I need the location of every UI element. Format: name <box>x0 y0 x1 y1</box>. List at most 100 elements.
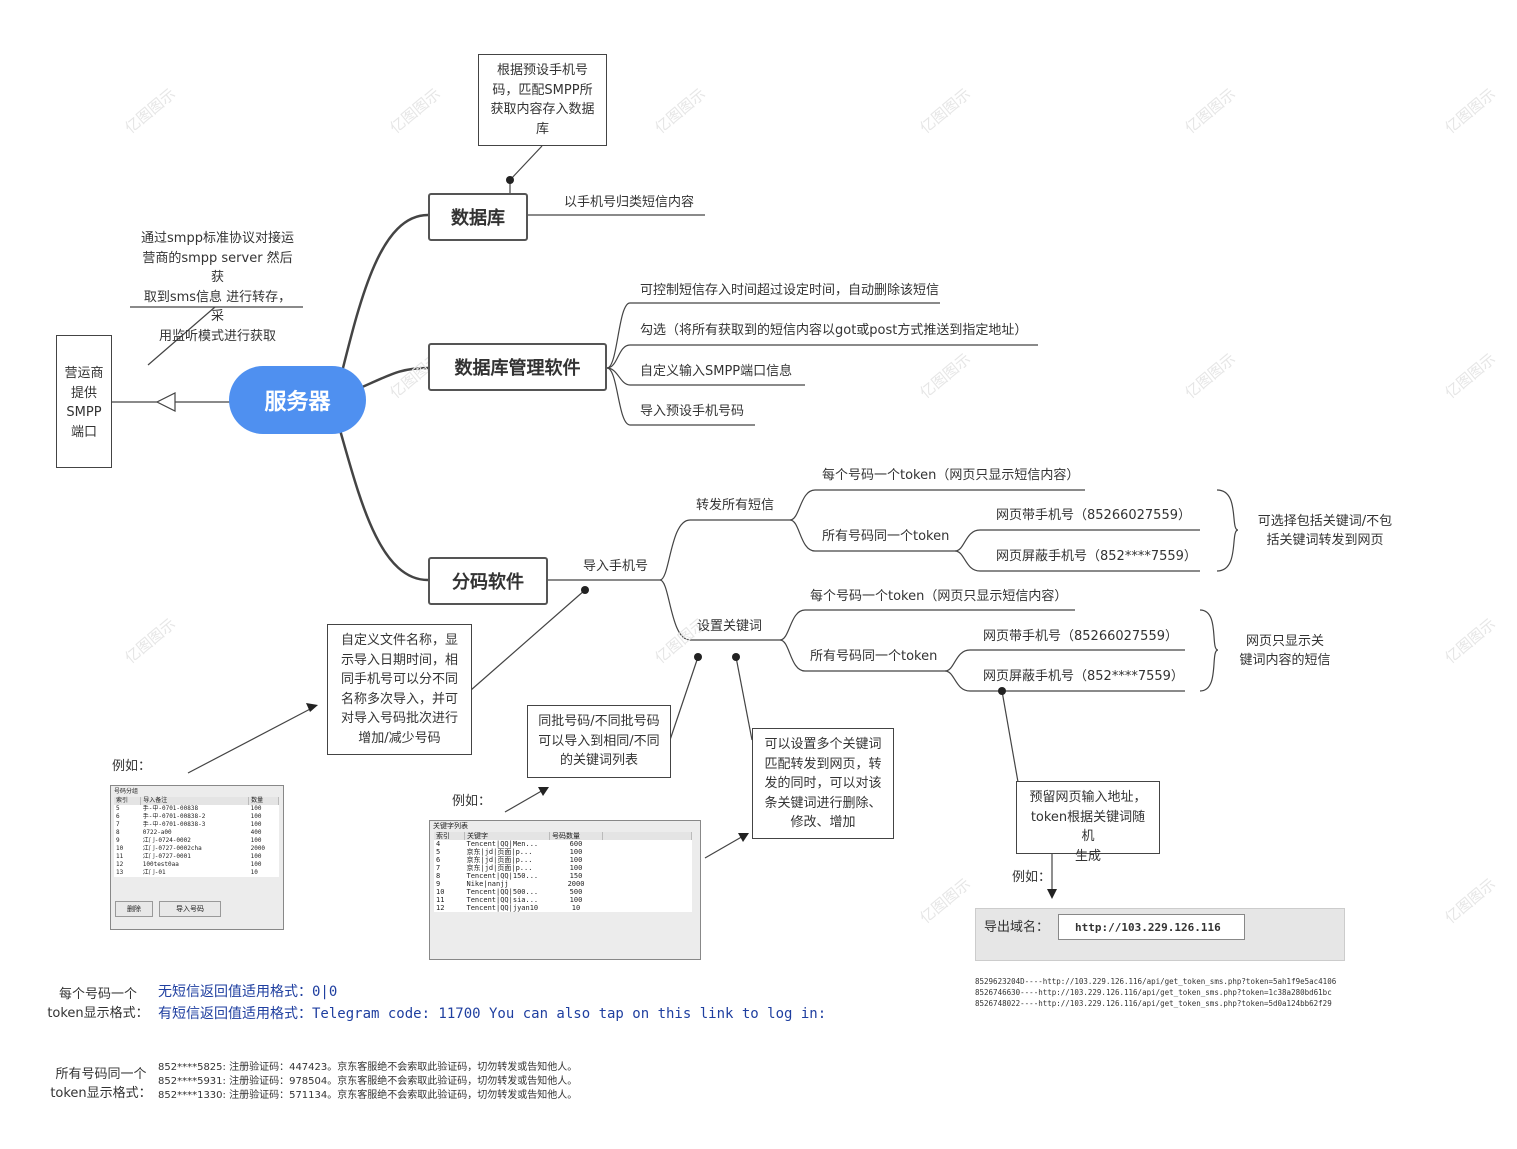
cell: Nike|nanjj <box>466 880 509 888</box>
cell: 100 <box>250 805 262 812</box>
cell: 100 <box>250 837 262 844</box>
import-header: 数量 <box>248 797 279 805</box>
import-desc-box[interactable]: 自定义文件名称，显 示导入日期时间，相 同手机号可以分不同 名称多次导入，并可 … <box>327 624 472 755</box>
cell: 12 <box>116 861 124 868</box>
export-output: 8529623204D----http://103.229.126.116/ap… <box>975 976 1385 1009</box>
keyword-header-empty <box>602 832 692 840</box>
manage-node[interactable]: 数据库管理软件 <box>428 343 607 391</box>
format1-line: 无短信返回值适用格式：0|0 <box>158 984 338 1000</box>
delete-button[interactable]: 删除 <box>115 901 153 917</box>
manage-item: 导入预设手机号码 <box>640 404 745 419</box>
forward-with-phone: 网页带手机号（85266027559） <box>996 508 1191 523</box>
cell-empty <box>603 872 692 880</box>
example-label: 例如： <box>452 794 492 809</box>
import-button[interactable]: 导入号码 <box>159 901 221 917</box>
table-row[interactable]: 12 Tencent|QQ|jyan10 10 <box>434 904 692 912</box>
cell: 8 <box>116 829 120 836</box>
cell: 500 <box>569 888 583 896</box>
cell: 10 <box>116 845 124 852</box>
token-desc-box[interactable]: 预留网页输入地址， token根据关键词随机 生成 <box>1016 781 1160 864</box>
format1-line: 有短信返回值适用格式：Telegram code: 11700 You can … <box>158 1006 827 1022</box>
operator-box[interactable]: 营运商 提供 SMPP 端口 <box>56 335 112 468</box>
keyword-header: 索引 <box>434 832 465 840</box>
table-row[interactable]: 11 Tencent|QQ|sia... 100 <box>434 896 692 904</box>
multi-keyword-box[interactable]: 可以设置多个关键词 匹配转发到网页，转 发的同时，可以对该 条关键词进行删除、 … <box>752 728 894 839</box>
cell: 2000 <box>567 880 585 888</box>
format2-line: 852****5931: 注册验证码：978504。京东客服绝不会索取此验证码，… <box>158 1076 578 1087</box>
keyword-with-phone: 网页带手机号（85266027559） <box>983 629 1178 644</box>
cell: 10 <box>250 869 258 876</box>
cell: 9 <box>116 837 120 844</box>
cell: 11 <box>116 853 124 860</box>
table-row[interactable]: 4 Tencent|QQ|Men... 600 <box>434 840 692 848</box>
database-node[interactable]: 数据库 <box>428 193 528 241</box>
keyword-header: 关键字 <box>464 832 550 840</box>
cell-empty <box>603 880 692 888</box>
forward-all-label: 转发所有短信 <box>696 498 775 513</box>
cell: 6 <box>116 813 120 820</box>
format2-line: 852****5825: 注册验证码：447423。京东客服绝不会索取此验证码，… <box>158 1062 578 1073</box>
format2-label: 所有号码同一个 token显示格式： <box>50 1067 152 1101</box>
export-label: 导出域名： <box>984 920 1050 935</box>
keyword-note: 网页只显示关 键词内容的短信 <box>1239 634 1331 668</box>
keyword-label: 设置关键词 <box>697 619 763 634</box>
cell: Tencent|QQ|Men... <box>466 840 539 848</box>
cell: 4 <box>436 840 441 848</box>
cell: 9 <box>436 880 441 888</box>
cell: 100 <box>569 896 583 904</box>
format2-line: 852****1330: 注册验证码：571134。京东客服绝不会索取此验证码，… <box>158 1090 578 1101</box>
cell: 7 <box>116 821 120 828</box>
cell: 12 <box>436 904 445 912</box>
cell: 手-中-0701-00838 <box>142 805 199 812</box>
cell: 100 <box>569 864 583 872</box>
cell: 0722-a00 <box>142 829 172 836</box>
cell: 100 <box>250 821 262 828</box>
batch-desc-box[interactable]: 同批号码/不同批号码 可以导入到相同/不同 的关键词列表 <box>527 705 671 778</box>
import-phone-label: 导入手机号 <box>583 559 649 574</box>
keyword-header: 号码数量 <box>549 832 603 840</box>
cell: 江门-0727-0001 <box>142 853 191 860</box>
cell: Tencent|QQ|jyan10 <box>466 904 539 912</box>
cell: Tencent|QQ|sia... <box>466 896 539 904</box>
table-row[interactable]: 5 手-中-0701-00838 100 <box>114 805 279 813</box>
split-node[interactable]: 分码软件 <box>428 557 548 605</box>
export-panel: 导出域名： http://103.229.126.116 <box>975 908 1345 961</box>
cell: Tencent|QQ|150... <box>466 872 539 880</box>
cell: 600 <box>569 840 583 848</box>
cell-empty <box>603 896 692 904</box>
example-label: 例如： <box>112 759 152 774</box>
format1-label: 每个号码一个 token显示格式： <box>47 987 149 1021</box>
match-box[interactable]: 根据预设手机号 码，匹配SMPP所 获取内容存入数据 库 <box>478 54 607 146</box>
cell: 11 <box>436 896 445 904</box>
table-row[interactable]: 9 Nike|nanjj 2000 <box>434 880 692 888</box>
cell: 400 <box>250 829 262 836</box>
manage-item: 自定义输入SMPP端口信息 <box>640 364 793 379</box>
cell: 100 <box>569 856 583 864</box>
cell: 10 <box>571 904 581 912</box>
center-node[interactable]: 服务器 <box>229 366 366 434</box>
cell: 100 <box>250 813 262 820</box>
cell: 7 <box>436 864 441 872</box>
smpp-note: 通过smpp标准协议对接运 营商的smpp server 然后获 取到sms信息… <box>141 231 294 344</box>
cell: 5 <box>116 805 120 812</box>
cell-empty <box>603 904 692 912</box>
table-row[interactable]: 8 0722-a00 400 <box>114 829 279 837</box>
export-input[interactable]: http://103.229.126.116 <box>1058 914 1245 940</box>
forward-same-token: 所有号码同一个token <box>822 529 950 544</box>
